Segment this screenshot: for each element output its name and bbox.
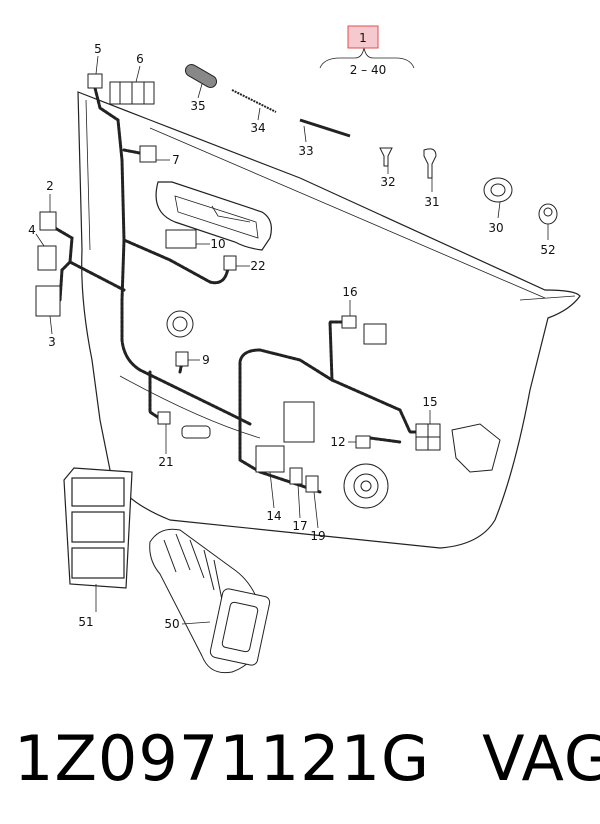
connector-21 [157, 411, 171, 425]
clip-pad [181, 425, 211, 439]
callout-32: 32 [380, 175, 395, 189]
callout-9: 9 [202, 353, 210, 367]
connector-4 [37, 245, 57, 271]
connector-10 [165, 229, 197, 249]
part-number: 1Z0971121G [14, 722, 431, 795]
callout-10: 10 [210, 237, 225, 251]
reference-box-1 [347, 25, 379, 49]
callout-33: 33 [298, 144, 313, 158]
callout-31: 31 [424, 195, 439, 209]
connector-12 [355, 435, 371, 449]
part-number-footer: 1Z0971121G VAG [14, 722, 600, 795]
callout-30: 30 [488, 221, 503, 235]
reference-range: 2 – 40 [350, 63, 387, 77]
connector-22 [223, 255, 237, 271]
callout-5: 5 [94, 42, 102, 56]
callout-14: 14 [266, 509, 281, 523]
callout-3: 3 [48, 335, 56, 349]
connector-9 [175, 351, 189, 367]
connector-7 [139, 145, 157, 163]
clip-32 [379, 147, 393, 167]
harness-main [93, 86, 252, 426]
bracket-16b [363, 323, 387, 345]
connector-17 [289, 467, 303, 485]
module-3 [35, 285, 61, 317]
foam-sleeve-35 [184, 64, 218, 88]
window-motor [283, 401, 315, 443]
screw-31 [423, 148, 437, 179]
callout-21: 21 [158, 455, 173, 469]
connector-2 [39, 211, 57, 231]
door-lock-unit [451, 423, 501, 473]
callout-52: 52 [540, 243, 555, 257]
callout-19: 19 [310, 529, 325, 543]
callout-4: 4 [28, 223, 36, 237]
callout-6: 6 [136, 52, 144, 66]
callout-51: 51 [78, 615, 93, 629]
reference-label-1: 1 [359, 31, 367, 45]
connector-16 [341, 315, 357, 329]
callout-2: 2 [46, 179, 54, 193]
door-wiring-diagram: 1 2 – 40 5 6 7 2 4 3 10 22 9 21 14 17 19… [28, 25, 581, 674]
connector-19 [305, 475, 319, 493]
door-panel-outline [77, 91, 581, 549]
cable-tie-33 [299, 118, 351, 138]
callout-35: 35 [190, 99, 205, 113]
callout-15: 15 [422, 395, 437, 409]
callout-12: 12 [330, 435, 345, 449]
callout-22: 22 [250, 259, 265, 273]
callout-16: 16 [342, 285, 357, 299]
connector-14 [255, 445, 285, 473]
cable-tie-34 [231, 89, 277, 113]
door-handle-recess [155, 181, 272, 251]
connector-5 [87, 73, 103, 89]
callout-34: 34 [250, 121, 265, 135]
callout-17: 17 [292, 519, 307, 533]
callout-50: 50 [164, 617, 179, 631]
callout-7: 7 [172, 153, 180, 167]
brand-name: VAG [482, 722, 600, 795]
